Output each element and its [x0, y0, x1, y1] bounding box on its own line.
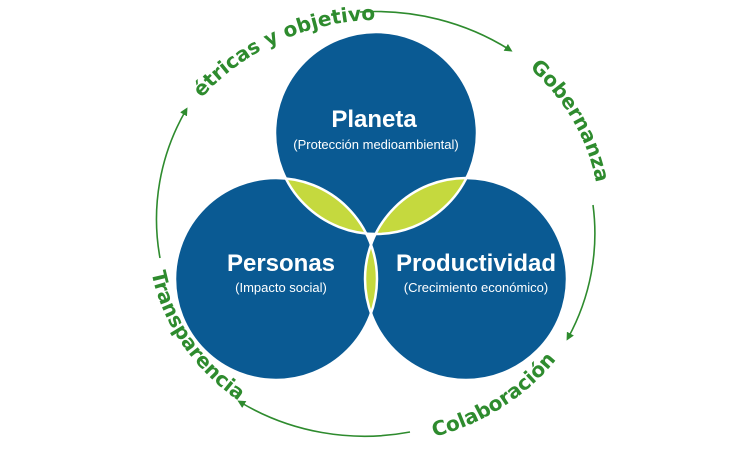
cycle-arc-left: [155, 107, 188, 259]
cycle-arc-top: [359, 10, 513, 52]
productividad-title: Productividad: [396, 250, 556, 277]
personas-subtitle: (Impacto social): [235, 280, 327, 295]
planeta-subtitle: (Protección medioambiental): [293, 137, 458, 152]
productividad-subtitle: (Crecimiento económico): [404, 280, 549, 295]
cycle-arc-bottom: [237, 400, 411, 438]
label-gobernanza: Gobernanza: [526, 54, 615, 184]
planeta-title: Planeta: [331, 106, 417, 133]
circle-productividad: [365, 178, 567, 380]
cycle-ring: [155, 10, 596, 438]
personas-title: Personas: [227, 250, 335, 277]
circle-personas: [175, 178, 377, 380]
circle-planeta: [275, 32, 477, 234]
venn-circles: [173, 30, 569, 382]
cycle-arc-right: [566, 204, 596, 341]
